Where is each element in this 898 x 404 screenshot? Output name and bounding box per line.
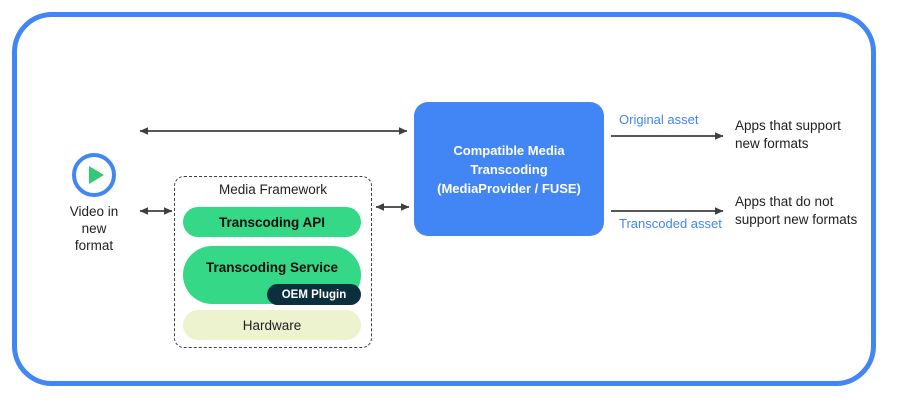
video-source-caption: Video in new format	[38, 203, 150, 254]
cmt-line1: Compatible Media	[453, 142, 565, 158]
target-apps-support-line2: new formats	[735, 136, 809, 151]
edge-label-original-asset: Original asset	[619, 112, 699, 127]
play-circle-icon	[72, 153, 116, 197]
target-apps-support-new-formats: Apps that support new formats	[735, 117, 841, 153]
layer-oem-plugin: OEM Plugin	[267, 284, 361, 305]
layer-hardware: Hardware	[183, 310, 361, 340]
play-ring	[72, 153, 116, 197]
target-apps-no-support-line1: Apps that do not	[735, 194, 834, 209]
layer-transcoding-api-label: Transcoding API	[218, 214, 326, 230]
compatible-media-transcoding-box: Compatible Media Transcoding (MediaProvi…	[414, 102, 604, 236]
layer-hardware-label: Hardware	[242, 317, 302, 333]
cmt-line3: (MediaProvider / FUSE)	[437, 180, 581, 196]
play-triangle	[89, 166, 104, 184]
video-caption-line1: Video in	[69, 204, 119, 219]
target-apps-support-line1: Apps that support	[735, 118, 841, 133]
target-apps-no-support-line2: support new formats	[735, 212, 858, 227]
target-apps-no-support-new-formats: Apps that do not support new formats	[735, 193, 857, 229]
media-framework-title: Media Framework	[218, 182, 328, 197]
video-caption-line2: new	[81, 221, 107, 236]
media-framework-box	[174, 176, 372, 348]
layer-transcoding-api: Transcoding API	[183, 207, 361, 237]
video-caption-line3: format	[74, 238, 114, 253]
layer-oem-plugin-label: OEM Plugin	[281, 288, 347, 301]
layer-transcoding-service-label: Transcoding Service	[205, 260, 339, 275]
edge-label-transcoded-asset: Transcoded asset	[619, 216, 722, 231]
cmt-line2: Transcoding	[470, 161, 548, 177]
